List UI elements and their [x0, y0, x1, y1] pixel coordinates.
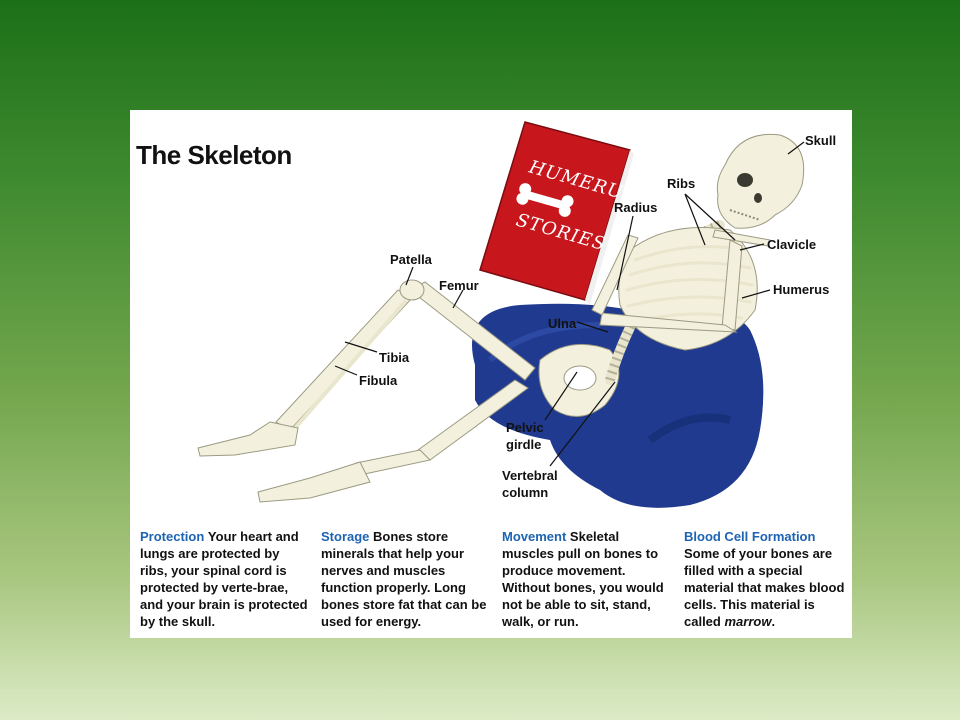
caption-blood-cell-formation: Blood Cell Formation Some of your bones … [684, 528, 852, 630]
label-tibia: Tibia [379, 350, 410, 365]
label-humerus: Humerus [773, 282, 829, 297]
caption-movement: Movement Skeletal muscles pull on bones … [502, 528, 672, 630]
label-skull: Skull [805, 133, 836, 148]
label-patella: Patella [390, 252, 433, 267]
label-pelvic-girdle-line1: Pelvic [506, 420, 544, 435]
diagram-card: The Skeleton [130, 110, 852, 638]
label-fibula: Fibula [359, 373, 398, 388]
caption-protection-heading: Protection [140, 529, 205, 544]
caption-storage-heading: Storage [321, 529, 370, 544]
label-vertebral-column-line2: column [502, 485, 548, 500]
caption-blood-tail: . [771, 614, 776, 629]
caption-storage: Storage Bones store minerals that help y… [321, 528, 491, 630]
caption-blood-emphasis: marrow [724, 614, 772, 629]
bone-icon [516, 183, 574, 217]
label-vertebral-column-line1: Vertebral [502, 468, 558, 483]
label-pelvic-girdle-line2: girdle [506, 437, 541, 452]
caption-movement-heading: Movement [502, 529, 567, 544]
leg-bones [197, 279, 536, 503]
caption-protection-body: Your heart and lungs are protected by ri… [140, 529, 308, 629]
caption-storage-body: Bones store minerals that help your nerv… [321, 529, 487, 629]
label-clavicle: Clavicle [767, 237, 816, 252]
skeleton-illustration: HUMERUS STORIES [197, 121, 836, 508]
label-radius: Radius [614, 200, 657, 215]
leader-lines [334, 141, 805, 467]
caption-blood-body: Some of your bones are filled with a spe… [684, 546, 845, 629]
caption-movement-body: Skeletal muscles pull on bones to produc… [502, 529, 664, 629]
label-femur: Femur [439, 278, 479, 293]
label-ulna: Ulna [548, 316, 577, 331]
clavicle-bone [712, 229, 771, 247]
caption-protection: Protection Your heart and lungs are prot… [140, 528, 310, 630]
humerus-stories-book: HUMERUS STORIES [479, 121, 639, 304]
caption-blood-heading: Blood Cell Formation [684, 529, 816, 544]
skull-bone [716, 133, 805, 229]
label-ribs: Ribs [667, 176, 695, 191]
diagram-title: The Skeleton [136, 140, 292, 170]
